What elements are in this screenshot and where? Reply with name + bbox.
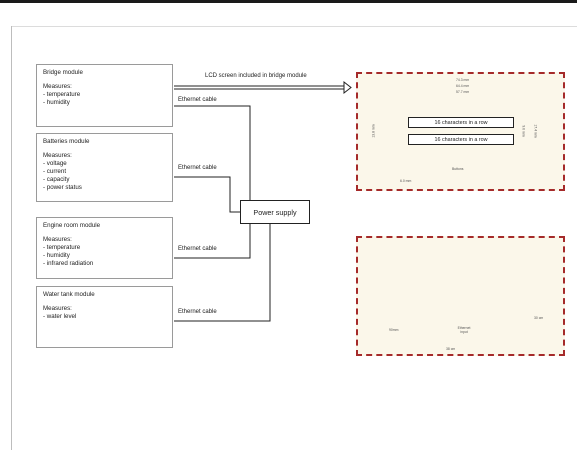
dim-inner-label: 57.7 mm (456, 90, 470, 94)
measure-item: temperature (43, 91, 166, 99)
dim-mid-label: 64.4 mm (456, 84, 470, 88)
water-tank-cable-line (174, 224, 271, 322)
water-tank-cable-label: Ethernet cable (178, 309, 217, 315)
enclosure-detail-panel: 90mm 38 cm 30 cm Ethernet input (356, 236, 565, 356)
depth-label: 30 cm (534, 316, 544, 320)
measure-item: humidity (43, 252, 166, 260)
engine-room-cable-line (174, 224, 251, 259)
bridge-cable-line (174, 105, 251, 200)
page-left-edge (11, 26, 12, 450)
dim-outer-label: 74.3 mm (456, 78, 470, 82)
measures-list: temperature humidity infrared radiation (43, 244, 166, 268)
measure-item: humidity (43, 99, 166, 107)
lcd-detail-panel: 16 characters in a row 16 characters in … (356, 72, 565, 191)
measure-item: current (43, 168, 166, 176)
water-tank-module-box: Water tank module Measures: water level (36, 286, 173, 348)
dim-right-inner-label: 9.6 mm (521, 125, 526, 137)
measures-list: voltage current capacity power status (43, 160, 166, 192)
lcd-note-label: LCD screen included in bridge module (205, 73, 307, 79)
module-title: Engine room module (43, 222, 101, 229)
module-title: Batteries module (43, 138, 90, 145)
power-supply-box: Power supply (240, 200, 310, 224)
ethernet-port-label: Ethernet input (457, 326, 471, 334)
measures-heading: Measures: (43, 83, 72, 90)
ethernet-cables (174, 105, 271, 322)
measures-list: water level (43, 313, 166, 321)
measure-item: infrared radiation (43, 260, 166, 268)
measures-list: temperature humidity (43, 91, 166, 107)
measure-item: water level (43, 313, 166, 321)
lcd-row-1: 16 characters in a row (408, 117, 514, 128)
measures-heading: Measures: (43, 305, 72, 312)
dim-right-outer-label: 17.4 mm (533, 124, 538, 138)
batteries-cable-label: Ethernet cable (178, 165, 217, 171)
dim-button-label: 6.0 mm (400, 179, 412, 183)
width-label: 38 cm (446, 347, 456, 351)
engine-room-module-box: Engine room module Measures: temperature… (36, 217, 173, 279)
measure-item: voltage (43, 160, 166, 168)
height-label: 90mm (389, 328, 399, 332)
lcd-row-2: 16 characters in a row (408, 134, 514, 145)
module-title: Bridge module (43, 69, 83, 76)
engine-room-cable-label: Ethernet cable (178, 246, 217, 252)
dim-left-label: 13.8 mm (371, 124, 376, 138)
measure-item: capacity (43, 176, 166, 184)
page-top-edge (11, 26, 577, 27)
batteries-cable-line (174, 176, 240, 213)
module-title: Water tank module (43, 291, 95, 298)
measure-item: power status (43, 184, 166, 192)
measures-heading: Measures: (43, 152, 72, 159)
buttons-label: Buttons (450, 167, 466, 171)
measures-heading: Measures: (43, 236, 72, 243)
bridge-module-box: Bridge module Measures: temperature humi… (36, 64, 173, 127)
lcd-arrow (174, 80, 352, 95)
window-top-border (0, 0, 577, 3)
measure-item: temperature (43, 244, 166, 252)
bridge-cable-label: Ethernet cable (178, 97, 217, 103)
batteries-module-box: Batteries module Measures: voltage curre… (36, 133, 173, 202)
